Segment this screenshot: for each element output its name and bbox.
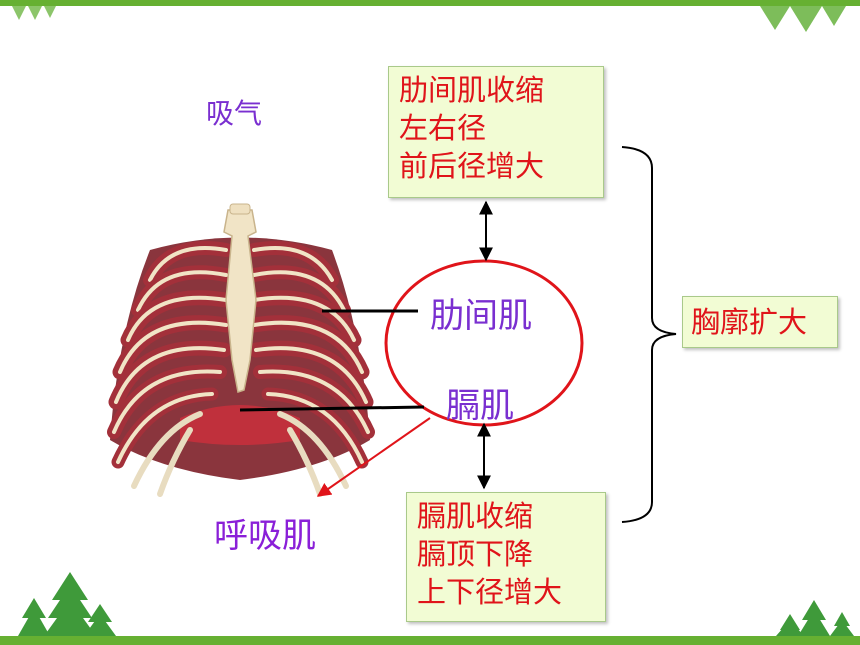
diaphragm-effect-line-1: 膈肌收缩 [417, 499, 534, 533]
intercostal-muscle-label: 肋间肌 [430, 296, 532, 336]
inhale-label: 吸气 [206, 97, 263, 130]
bottom-green-bar [0, 636, 860, 645]
top-left-triangles [12, 6, 56, 20]
thorax-expands-text: 胸廓扩大 [691, 305, 808, 339]
tree-group-left [18, 572, 116, 636]
diaphragm-effect-line-2: 膈顶下降 [417, 537, 534, 571]
diaphragm-pointer-line [239, 405, 425, 412]
diaphragm-label: 膈肌 [446, 386, 514, 426]
intercostal-effect-line-1: 肋间肌收缩 [399, 73, 545, 107]
curly-bracket [621, 146, 677, 523]
rib-cage-illustration [107, 203, 375, 497]
tree-group-right [776, 600, 854, 636]
intercostal-effect-line-3: 前后径增大 [399, 149, 545, 183]
top-right-triangles [760, 6, 846, 32]
top-green-bar [0, 0, 860, 6]
diaphragm-effect-line-3: 上下径增大 [417, 575, 563, 609]
diaphragm-effect-box: 膈肌收缩 膈顶下降 上下径增大 [406, 492, 606, 622]
red-arrow [316, 417, 431, 497]
thorax-expands-box: 胸廓扩大 [682, 296, 838, 348]
intercostal-effect-box: 肋间肌收缩 左右径 前后径增大 [388, 66, 604, 198]
respiratory-muscles-label: 呼吸肌 [214, 516, 316, 556]
intercostal-effect-line-2: 左右径 [399, 111, 487, 145]
